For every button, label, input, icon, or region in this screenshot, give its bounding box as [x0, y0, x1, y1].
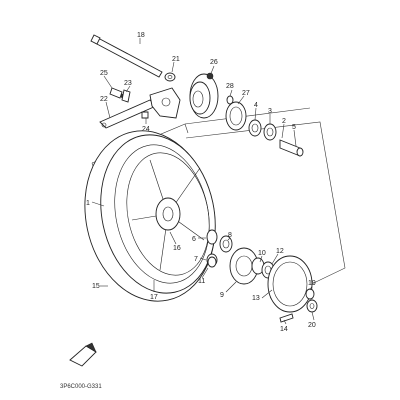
label-6: 6	[192, 236, 196, 243]
label-11: 11	[198, 278, 205, 285]
label-21: 21	[172, 56, 180, 63]
bolt-14	[279, 313, 294, 323]
bearing-4	[248, 119, 262, 137]
label-9: 9	[220, 292, 224, 299]
collar-11	[207, 256, 217, 268]
label-19: 19	[308, 280, 316, 287]
washer-19	[305, 288, 315, 300]
clutch-hub	[229, 247, 265, 285]
brake-disk	[267, 255, 313, 313]
label-18: 18	[137, 32, 145, 39]
wheel-spokes	[131, 159, 205, 271]
label-7: 7	[194, 256, 198, 263]
label-24: 24	[142, 126, 150, 133]
label-2: 2	[282, 118, 286, 125]
label-23: 23	[124, 80, 132, 87]
nut-20	[306, 299, 318, 313]
label-10: 10	[258, 250, 266, 257]
bearing-3	[263, 123, 277, 141]
label-4: 4	[254, 102, 258, 109]
label-27: 27	[242, 90, 250, 97]
callout-labels: 18 21 26 25 23 22 24 28 27 4 3 2 5 1 15 …	[86, 32, 316, 333]
collar-21	[164, 72, 176, 82]
label-14: 14	[280, 326, 288, 333]
front-arrow-icon	[69, 342, 97, 367]
label-25: 25	[100, 70, 108, 77]
bolt-24	[141, 111, 149, 119]
bearing-6	[206, 229, 218, 245]
label-12: 12	[276, 248, 284, 255]
label-3: 3	[268, 108, 272, 115]
label-13: 13	[252, 295, 260, 302]
label-15: 15	[92, 283, 100, 290]
bolt-23	[121, 89, 131, 103]
label-26: 26	[210, 59, 218, 66]
label-8: 8	[228, 232, 232, 239]
label-16: 16	[173, 245, 181, 252]
label-17: 17	[150, 294, 158, 301]
label-28: 28	[226, 83, 234, 90]
collar-2	[279, 139, 304, 157]
bearing-8	[219, 235, 233, 253]
label-22: 22	[100, 96, 108, 103]
axle	[90, 34, 163, 78]
label-20: 20	[308, 322, 316, 329]
label-5: 5	[292, 124, 296, 131]
diagram-code: 3P6C000-G331	[60, 384, 102, 390]
leader-lines	[91, 38, 315, 325]
seal-28	[225, 101, 247, 131]
speedometer-gear-unit	[189, 72, 219, 119]
label-1: 1	[86, 200, 90, 207]
brake-bracket	[99, 87, 181, 129]
